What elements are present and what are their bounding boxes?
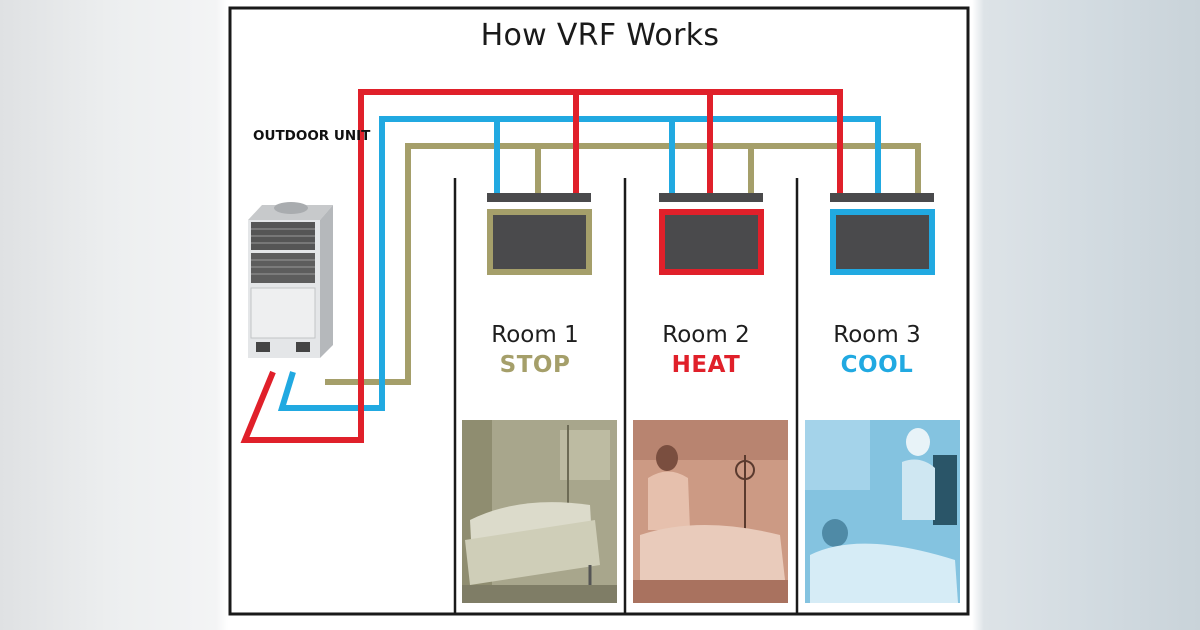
indoor-unit-room3-icon bbox=[830, 193, 935, 275]
room2-name: Room 2 bbox=[662, 322, 750, 348]
diagram-title: How VRF Works bbox=[480, 18, 720, 53]
indoor-unit-room1-icon bbox=[487, 193, 592, 275]
cold-line bbox=[277, 116, 881, 411]
room2-mode: HEAT bbox=[671, 352, 741, 378]
room1-mode: STOP bbox=[499, 352, 571, 378]
room3-name: Room 3 bbox=[833, 322, 921, 348]
outdoor-unit-label: OUTDOOR UNIT bbox=[253, 128, 371, 144]
room3-mode: COOL bbox=[840, 352, 914, 378]
room3-photo bbox=[805, 420, 960, 603]
outdoor-unit-icon bbox=[248, 202, 333, 358]
indoor-unit-room2-icon bbox=[659, 193, 764, 275]
room1-name: Room 1 bbox=[491, 322, 579, 348]
room1-photo bbox=[462, 420, 617, 603]
room2-photo bbox=[633, 420, 788, 603]
hot-line bbox=[240, 89, 843, 443]
